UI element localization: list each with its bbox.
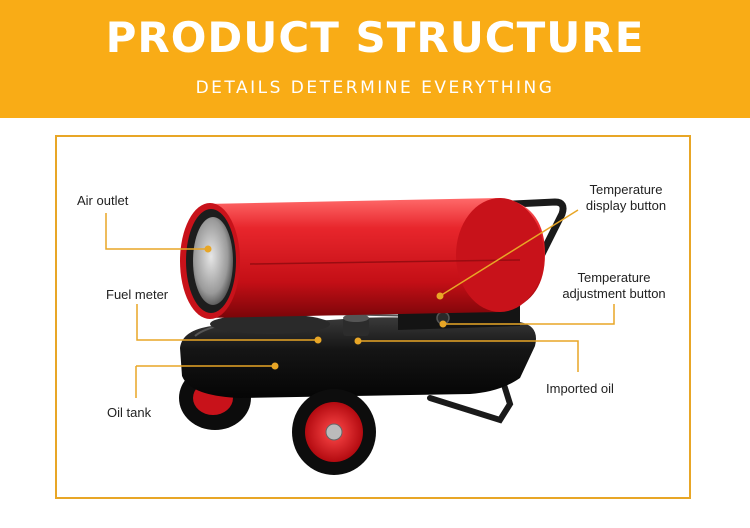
label-temp-adjust-line1: Temperature: [577, 270, 651, 285]
fuel-meter-cap: [343, 314, 369, 336]
oil-tank-body: [180, 312, 536, 398]
banner-title: PRODUCT STRUCTURE: [105, 13, 645, 62]
leader-dots: [204, 245, 447, 370]
label-temp-adjust-line2: adjustment button: [562, 286, 666, 301]
label-oil-tank: Oil tank: [107, 405, 152, 420]
header-banner: PRODUCT STRUCTURE DETAILS DETERMINE EVER…: [0, 0, 750, 118]
banner-subtitle: DETAILS DETERMINE EVERYTHING: [195, 78, 555, 98]
label-temp-display-line2: display button: [585, 198, 667, 213]
label-temperature-adjustment-button: Temperature adjustment button: [556, 270, 672, 302]
label-imported-oil: Imported oil: [546, 381, 614, 396]
leader-lines: [105, 209, 615, 398]
label-air-outlet: Air outlet: [77, 193, 129, 208]
product-frame: [55, 135, 691, 499]
label-temperature-display-button: Temperature display button: [580, 182, 672, 214]
label-fuel-meter: Fuel meter: [106, 287, 169, 302]
heater-cylinder: [180, 198, 545, 319]
front-wheel: [292, 389, 376, 475]
label-temp-display-line1: Temperature: [589, 182, 663, 197]
